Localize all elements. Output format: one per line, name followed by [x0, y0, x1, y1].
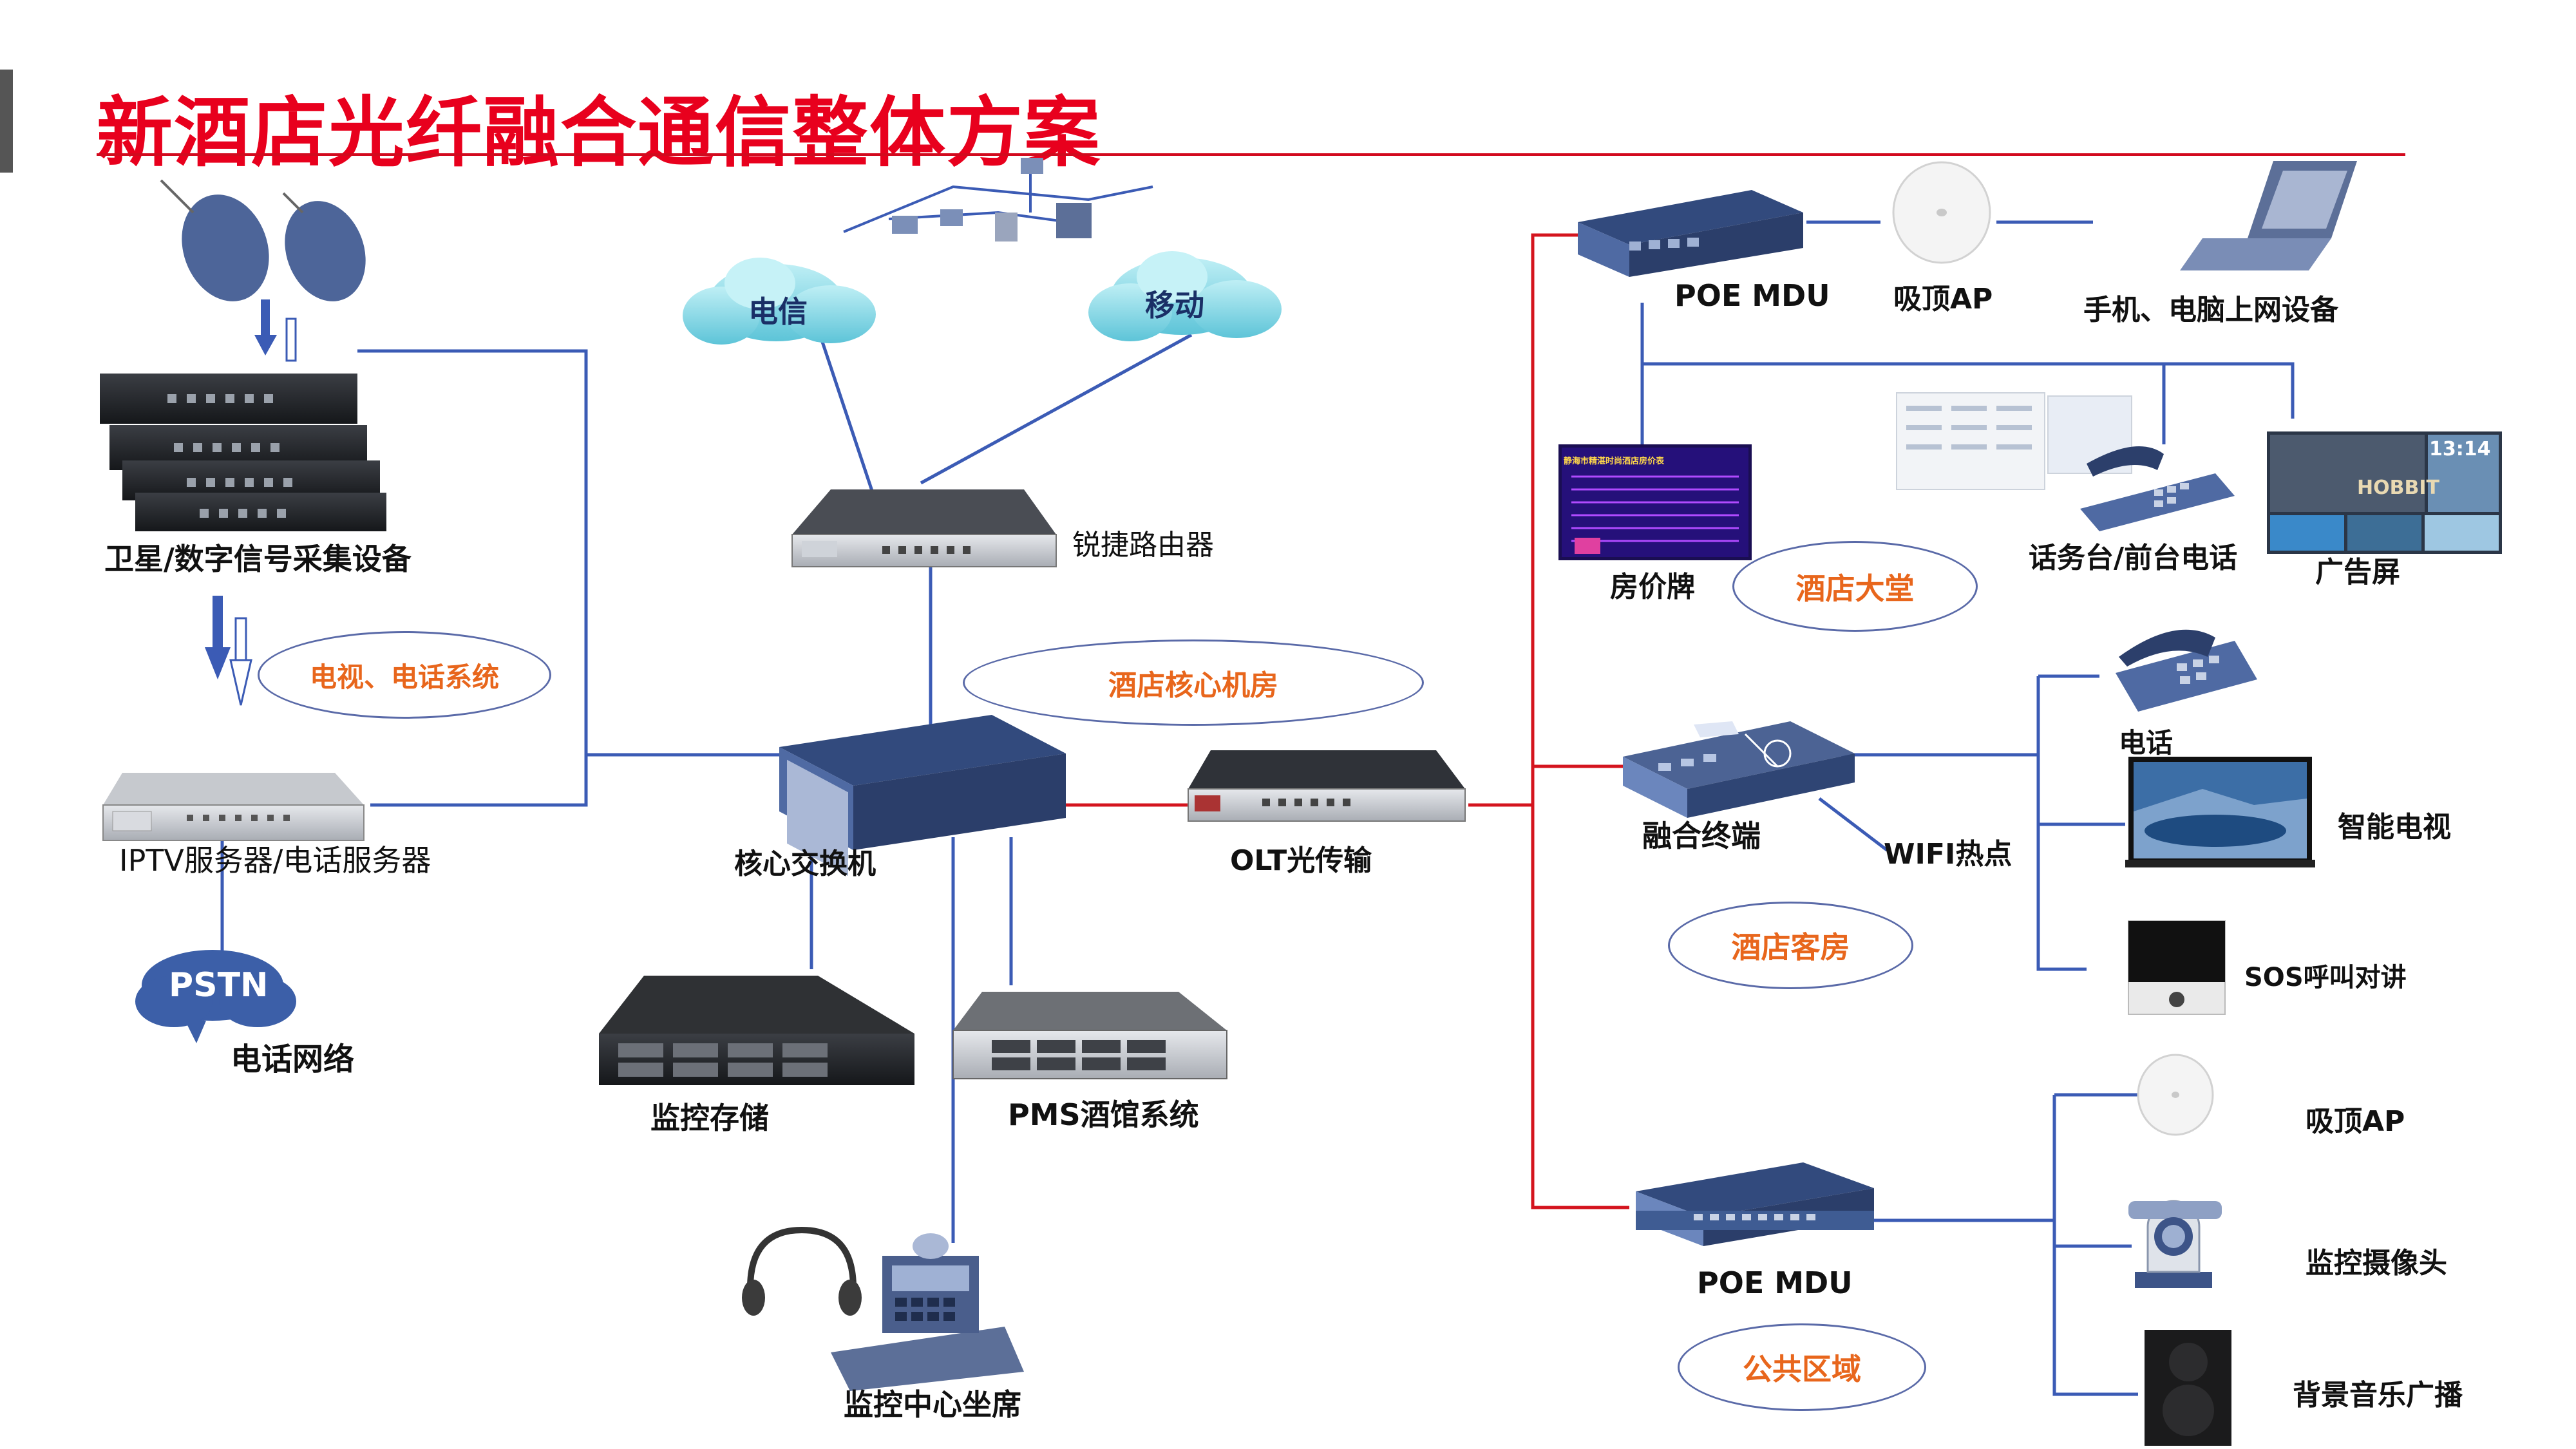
guest-phone-icon	[2116, 629, 2257, 712]
public-area-oval: 公共区域	[1678, 1323, 1926, 1411]
smart-tv-icon	[2125, 757, 2315, 867]
surveillance-camera-icon	[2128, 1200, 2222, 1288]
lobby-oval: 酒店大堂	[1732, 541, 1978, 632]
satellite-label: 卫星/数字信号采集设备	[104, 542, 412, 576]
ceiling-ap-top-label: 吸顶AP	[1893, 283, 1993, 316]
phone-label: 电话	[2119, 727, 2174, 759]
core-switch-label: 核心交换机	[734, 848, 876, 880]
olt-device	[1188, 750, 1466, 822]
title-accent-bar	[0, 70, 13, 173]
poe-mdu-top-label: POE MDU	[1674, 278, 1830, 313]
room-price-screen-title: 静海市精湛时尚酒店房价表	[1564, 457, 1665, 466]
smart-tv-label: 智能电视	[2338, 811, 2451, 844]
camera-label: 监控摄像头	[2306, 1247, 2447, 1280]
red-links	[1066, 233, 1629, 1209]
fusion-terminal-label: 融合终端	[1642, 819, 1761, 853]
room-price-label: 房价牌	[1610, 571, 1695, 603]
room-price-screen	[1558, 444, 1752, 560]
ad-screen-label: 广告屏	[2315, 556, 2400, 589]
monitor-storage-server	[599, 976, 914, 1085]
core-switch-device	[779, 715, 1066, 876]
poe-mdu-top-device	[1578, 190, 1803, 277]
sos-label: SOS呼叫对讲	[2244, 963, 2407, 992]
wifi-label: WIFI热点	[1884, 838, 2012, 871]
pstn-cloud	[135, 950, 296, 1043]
phone-network-label: 电话网络	[231, 1041, 355, 1077]
bg-music-label: 背景音乐广播	[2293, 1379, 2463, 1412]
ad-screen	[2267, 431, 2502, 554]
title-underline	[97, 153, 2405, 156]
iptv-label: IPTV服务器/电话服务器	[119, 843, 431, 878]
network-topology-devices	[892, 158, 1092, 242]
poe-mdu-bottom-device	[1636, 1162, 1874, 1246]
reception-phone-icon	[1896, 392, 2235, 531]
tv-phone-system-oval: 电视、电话系统	[258, 631, 551, 719]
router-device	[791, 489, 1057, 567]
ceiling-ap-top-icon	[1892, 161, 1991, 264]
satellite-receiver-stack	[100, 374, 386, 531]
mobile-label: 移动	[1145, 288, 1204, 323]
devices-label: 手机、电脑上网设备	[2083, 294, 2338, 327]
reception-label: 话务台/前台电话	[2029, 542, 2238, 574]
telecom-cloud	[683, 258, 876, 345]
guest-room-oval: 酒店客房	[1668, 902, 1913, 989]
core-room-oval: 酒店核心机房	[963, 639, 1424, 726]
monitor-storage-label: 监控存储	[650, 1101, 769, 1135]
ceiling-ap-bottom-label: 吸顶AP	[2306, 1105, 2405, 1138]
poe-mdu-bottom-label: POE MDU	[1697, 1265, 1853, 1300]
monitor-seat-label: 监控中心坐席	[844, 1387, 1021, 1422]
laptop-icon	[2180, 161, 2357, 270]
sos-intercom-icon	[2128, 920, 2226, 1015]
telecom-label: 电信	[748, 294, 808, 329]
pms-server	[952, 992, 1227, 1079]
ceiling-ap-bottom-icon	[2137, 1054, 2214, 1136]
iptv-server	[102, 773, 365, 841]
olt-label: OLT光传输	[1230, 844, 1372, 877]
satellite-dish-icon	[160, 179, 366, 301]
router-label: 锐捷路由器	[1072, 529, 1214, 562]
ad-screen-brand: HOBBIT	[2357, 477, 2439, 499]
fusion-terminal-device	[1623, 721, 1855, 818]
mobile-cloud	[1088, 251, 1282, 341]
pstn-label: PSTN	[169, 966, 269, 1005]
page-title: 新酒店光纤融合通信整体方案	[97, 88, 1102, 177]
pms-label: PMS酒馆系统	[1008, 1097, 1199, 1132]
monitor-console-icon	[742, 1226, 1024, 1391]
ad-screen-time: 13:14	[2429, 438, 2491, 460]
speaker-icon	[2145, 1330, 2231, 1446]
